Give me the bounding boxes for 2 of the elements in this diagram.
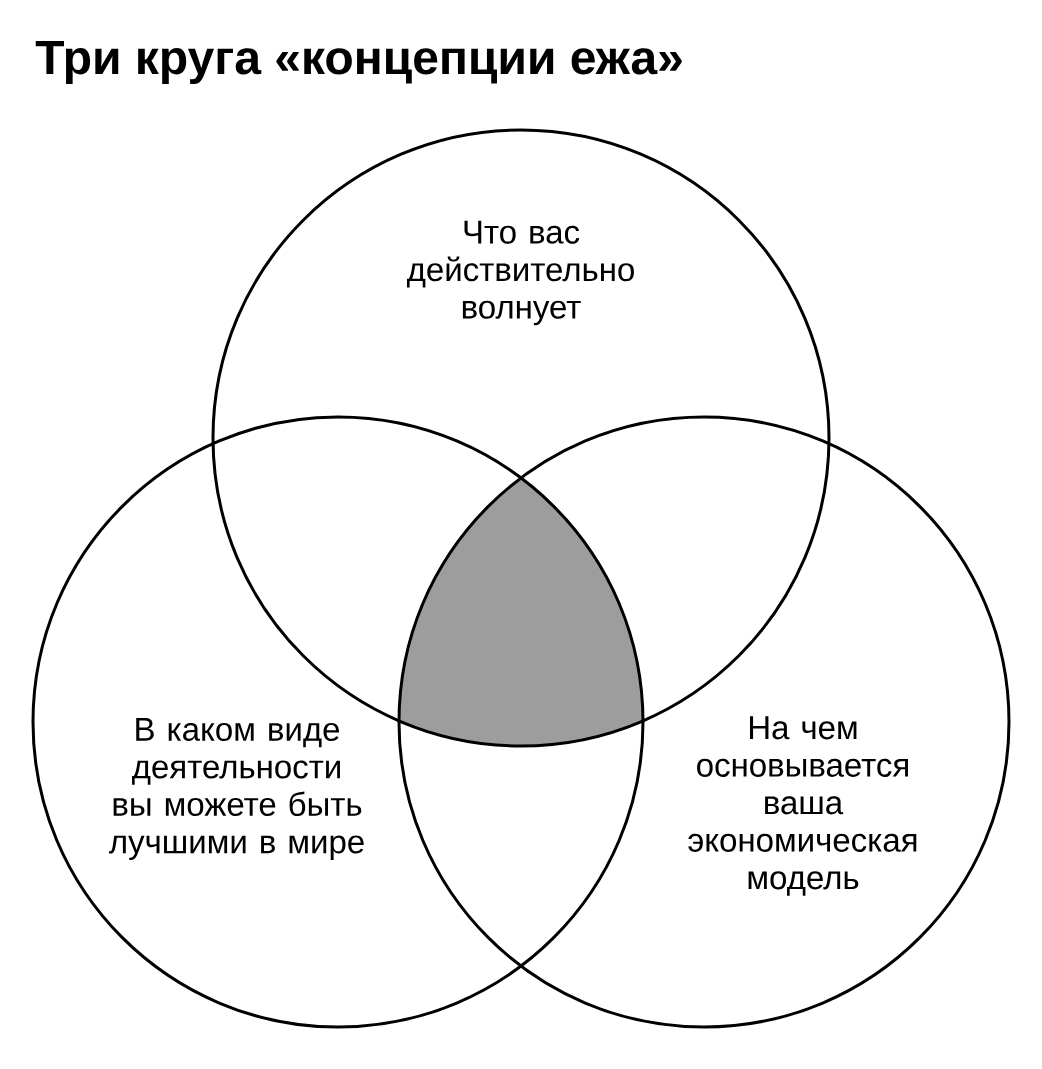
title: Три круга «концепции ежа» [35, 40, 682, 84]
overlap-region [399, 478, 643, 746]
